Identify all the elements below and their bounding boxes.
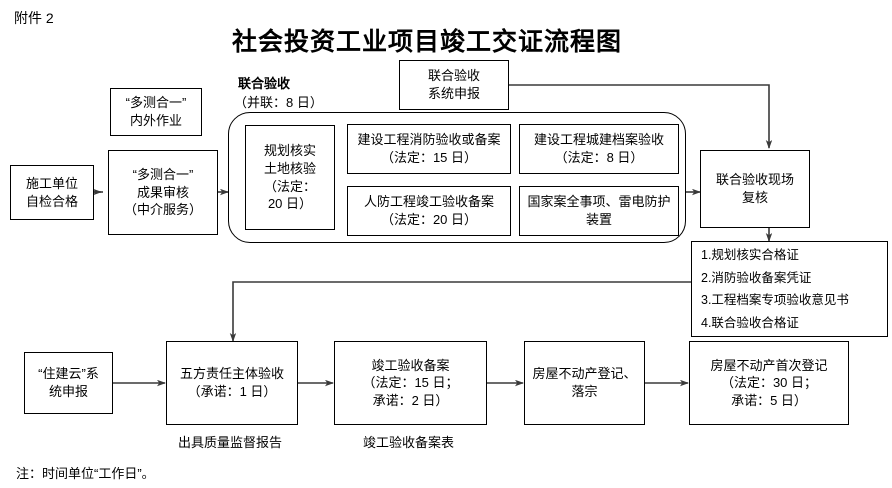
node-line: 20 日）	[267, 196, 313, 212]
node-line: 建设工程消防验收或备案	[357, 132, 501, 148]
node-line: 复核	[741, 190, 768, 205]
node-line: 土地核验	[263, 160, 316, 176]
node-line: 竣工验收备案	[371, 357, 450, 373]
page-title: 社会投资工业项目竣工交证流程图	[232, 27, 623, 56]
node-national-safety[interactable]: 国家案全事项、雷电防护 装置	[519, 186, 679, 236]
node-line: 装置	[585, 212, 612, 227]
certificates-list: 1.规划核实合格证 2.消防验收备案凭证 3.工程档案专项验收意见书 4.联合验…	[691, 241, 888, 337]
node-line: （法定：15 日）	[380, 150, 478, 165]
node-line: （承诺：1 日）	[187, 384, 277, 399]
node-zhujianyun-declare[interactable]: “住建云”系 统申报	[24, 352, 113, 414]
node-line: 施工单位	[25, 175, 78, 191]
joint-acceptance-parallel-label: （并联：8 日）	[234, 95, 323, 110]
node-line: 规划核实	[263, 143, 316, 159]
node-multi-survey-field[interactable]: “多测合一” 内外作业	[110, 88, 202, 136]
node-joint-site-review[interactable]: 联合验收现场 复核	[700, 150, 810, 228]
node-line: （法定：	[263, 178, 316, 194]
node-line: （法定：30 日；	[720, 375, 818, 391]
node-line: 承诺：5 日）	[731, 392, 807, 408]
node-line: 联合验收	[427, 68, 480, 84]
joint-acceptance-group-label: 联合验收	[238, 76, 291, 91]
node-property-registration[interactable]: 房屋不动产登记、 落宗	[524, 341, 645, 425]
node-line: 五方责任主体验收	[179, 366, 284, 382]
list-item: 3.工程档案专项验收意见书	[701, 293, 849, 307]
quality-report-label: 出具质量监督报告	[178, 435, 283, 450]
node-line: 自检合格	[25, 193, 78, 209]
node-line: 联合验收现场	[715, 172, 794, 188]
node-first-registration[interactable]: 房屋不动产首次登记 （法定：30 日； 承诺：5 日）	[689, 341, 849, 425]
list-item: 1.规划核实合格证	[701, 248, 799, 262]
node-line: “多测合一”	[125, 95, 187, 111]
node-archive-acceptance[interactable]: 建设工程城建档案验收 （法定：8 日）	[519, 124, 679, 174]
node-line: 人防工程竣工验收备案	[363, 194, 494, 210]
footnote: 注：时间单位“工作日”。	[16, 466, 155, 481]
attachment-label: 附件 2	[14, 10, 54, 26]
node-line: “多测合一”	[132, 167, 194, 183]
node-multi-survey-review[interactable]: “多测合一” 成果审核 （中介服务）	[108, 150, 218, 235]
node-fire-acceptance[interactable]: 建设工程消防验收或备案 （法定：15 日）	[347, 124, 511, 174]
node-five-party-acceptance[interactable]: 五方责任主体验收 （承诺：1 日）	[166, 341, 298, 425]
node-line: 统申报	[48, 384, 88, 399]
list-item: 2.消防验收备案凭证	[701, 270, 812, 285]
node-construction-self-check[interactable]: 施工单位 自检合格	[10, 165, 94, 220]
node-line: 系统申报	[427, 86, 480, 101]
node-line: 落宗	[571, 384, 598, 399]
node-line: （法定：15 日；	[362, 375, 459, 391]
node-line: “住建云”系	[38, 366, 99, 382]
node-line: 承诺：2 日）	[372, 392, 449, 408]
list-item: 4.联合验收合格证	[701, 315, 799, 330]
arrow-certs-to-fiveparty	[229, 281, 691, 342]
node-line: 房屋不动产登记、	[532, 366, 637, 382]
node-completion-record[interactable]: 竣工验收备案 （法定：15 日； 承诺：2 日）	[334, 341, 487, 425]
node-line: 房屋不动产首次登记	[710, 357, 828, 373]
node-line: 成果审核	[136, 184, 189, 200]
node-line: 国家案全事项、雷电防护	[527, 194, 671, 210]
node-line: （中介服务）	[123, 202, 202, 218]
node-planning-land-verify[interactable]: 规划核实 土地核验 （法定： 20 日）	[245, 125, 335, 230]
node-line: 内外作业	[129, 113, 182, 128]
node-line: （法定：20 日）	[380, 212, 478, 227]
completion-record-form-label: 竣工验收备案表	[363, 435, 455, 450]
node-joint-system-declare[interactable]: 联合验收 系统申报	[399, 60, 509, 110]
node-line: （法定：8 日）	[554, 150, 644, 165]
node-civil-defense[interactable]: 人防工程竣工验收备案 （法定：20 日）	[347, 186, 511, 236]
node-line: 建设工程城建档案验收	[533, 132, 664, 148]
